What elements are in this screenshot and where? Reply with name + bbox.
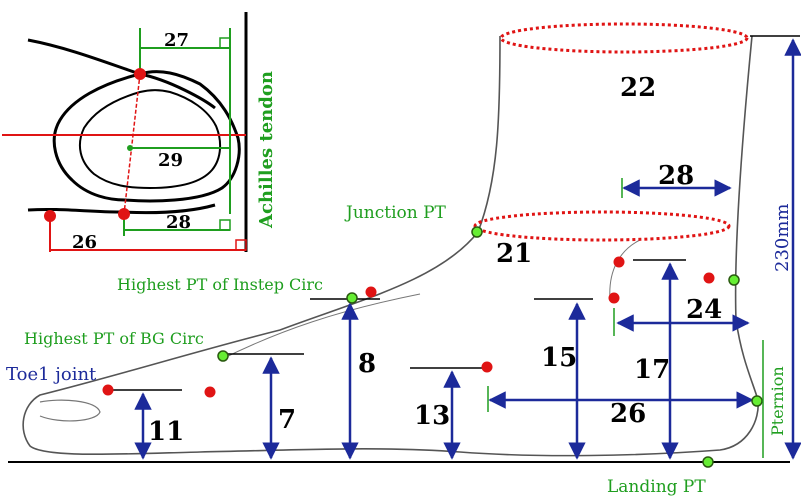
red-point-ankle-back [703,272,715,284]
label-8: 8 [358,349,376,379]
red-point-15 [608,292,620,304]
landing-pt-label: Landing PT [607,477,706,497]
inset-red-point-top [134,68,146,80]
bg-circ-highest-label: Highest PT of BG Circ [24,329,204,348]
junction-pt-label: Junction PT [344,203,447,223]
label-21: 21 [496,239,532,269]
ankle-inner-line [609,239,641,301]
ankle-circumference-21 [473,210,731,242]
inset-label-26: 26 [72,232,97,253]
pternion-label: Pternion [768,366,787,436]
red-point-toe [102,384,114,396]
label-28: 28 [658,161,694,191]
label-13: 13 [414,401,450,431]
green-point-bg [217,350,229,362]
green-point-pternion [751,395,763,407]
leg-circumference-22 [499,22,749,54]
inset-red-point-left [44,210,56,222]
inset-label-27: 27 [164,30,189,51]
inset-right-angle-bottom [235,239,247,251]
toe-nail [39,399,101,422]
heel-section-inset: 27 29 28 26 Achilles tendon [2,12,277,253]
label-15: 15 [541,343,577,373]
green-point-junction [471,226,483,238]
red-point-ankle-front [613,256,625,268]
label-26: 26 [610,399,646,429]
foot-inner-line [219,293,421,361]
achilles-tendon-label: Achilles tendon [256,71,277,229]
inset-center-point [127,145,133,151]
red-point-instep [365,286,377,298]
label-17: 17 [634,355,670,385]
inset-label-29: 29 [158,150,183,171]
inset-label-28: 28 [166,212,191,233]
inset-right-angle-mid [219,219,231,231]
green-point-ankle-back [728,274,740,286]
red-point-13 [481,361,493,373]
inset-right-angle-top [219,37,231,49]
inset-outer-contour [52,70,241,203]
red-point-ball [204,386,216,398]
inset-red-point-bottom [118,208,130,220]
foot-outline [22,35,759,457]
label-22: 22 [620,73,656,103]
green-point-landing [702,456,714,468]
inset-inner-contour [78,89,222,190]
label-11: 11 [148,417,184,447]
green-point-instep [346,292,358,304]
inset-red-diagonal [123,73,141,215]
height-label-230mm: 230mm [772,204,793,273]
foot-side-view: 22 28 21 24 8 15 17 7 13 26 11 Junction … [6,22,801,497]
label-24: 24 [686,295,722,325]
instep-highest-label: Highest PT of Instep Circ [117,275,323,294]
label-7: 7 [278,405,296,435]
toe1-joint-label: Toe1 joint [6,364,97,385]
